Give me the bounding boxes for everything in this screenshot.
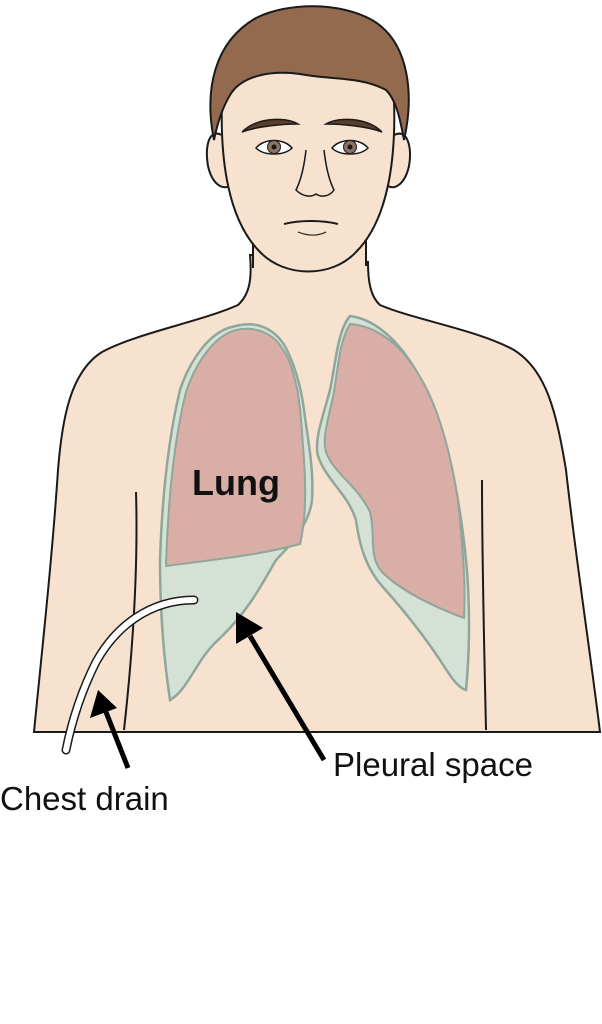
pleural-space-label: Pleural space — [333, 746, 533, 783]
mouth — [283, 220, 339, 225]
right-eye — [330, 139, 370, 155]
torso — [32, 253, 602, 733]
chest-drain-label: Chest drain — [0, 780, 169, 817]
nose — [295, 149, 335, 197]
hair — [209, 5, 410, 141]
right-arm-line — [481, 479, 487, 731]
left-arm-line — [123, 491, 138, 731]
left-eye — [254, 139, 294, 155]
pleural-space-arrow — [236, 612, 327, 762]
right-eyebrow — [323, 118, 383, 133]
right-lung — [323, 322, 466, 620]
left-eyebrow — [241, 118, 301, 133]
head — [205, 5, 411, 273]
left-lung — [164, 327, 307, 568]
chest-drain-arrow — [90, 690, 131, 769]
lung-label: Lung — [192, 462, 280, 503]
chest-drain-tube — [61, 595, 199, 755]
